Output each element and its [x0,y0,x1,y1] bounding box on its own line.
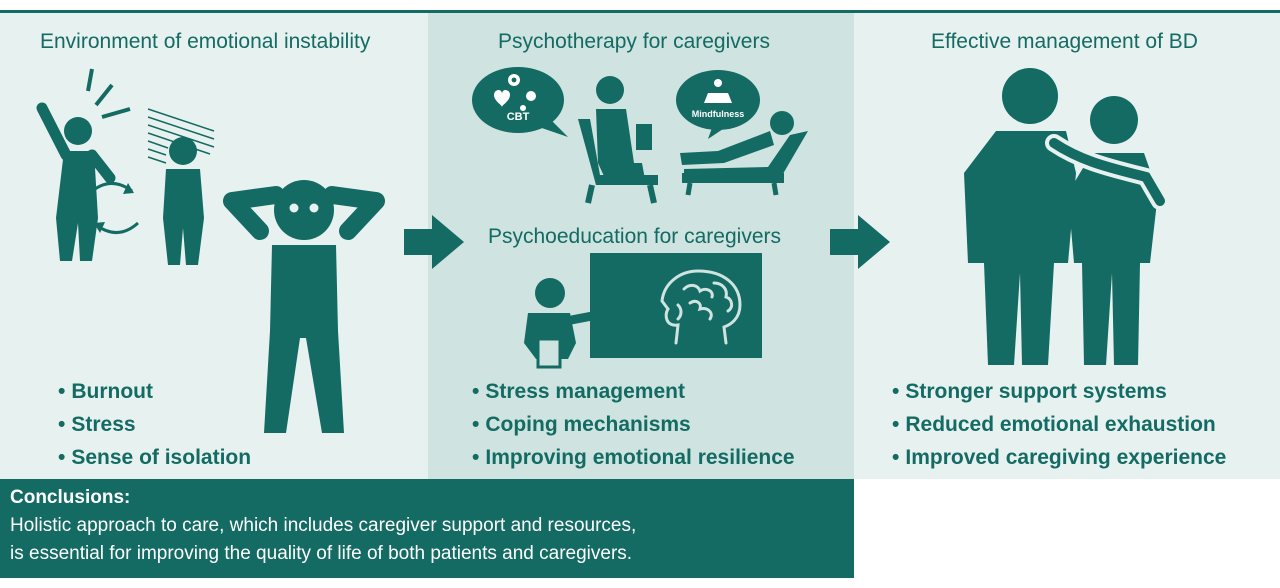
bullet-list-psychotherapy: Stress management Coping mechanisms Impr… [472,375,795,474]
panel-title-environment: Environment of emotional instability [40,30,371,53]
bubble-label-cbt: CBT [507,111,530,123]
arguing-people-icon [36,68,215,265]
brain-board-icon [590,253,762,358]
arrow-right-icon [830,215,890,269]
supporting-people-icon [964,68,1169,365]
conclusions-line: is essential for improving the quality o… [10,543,633,564]
bullet-item: Improved caregiving experience [892,441,1226,474]
panel-title-effective-management: Effective management of BD [931,30,1198,53]
panel-title-psychotherapy: Psychotherapy for caregivers [498,30,770,53]
panel-environment: Environment of emotional instability [0,13,428,479]
bullet-item: Improving emotional resilience [472,441,794,474]
conclusions-line: Holistic approach to care, which include… [10,515,637,536]
conclusions-box: Conclusions: Holistic approach to care, … [0,479,854,578]
stressed-person-icon [223,180,385,433]
top-divider [0,10,1280,13]
bullet-item: Burnout [58,375,251,408]
panel-subtitle-psychoeducation: Psychoeducation for caregivers [488,225,781,248]
bullet-list-environment: Burnout Stress Sense of isolation [58,375,251,474]
conclusions-title: Conclusions: [10,487,131,508]
panel-psychotherapy: Psychotherapy for caregivers CBT Mindfu [428,13,854,479]
bubble-label-mindfulness: Mindfulness [692,109,745,119]
bullet-item: Stress [58,408,251,441]
bullet-item: Stress management [472,375,795,408]
bullet-item: Coping mechanisms [472,408,795,441]
arrow-right-icon [404,215,464,269]
bullet-item: Stronger support systems [892,375,1226,408]
therapist-icon: CBT Mindfulness [472,67,760,204]
bullet-item: Reduced emotional exhaustion [892,408,1226,441]
patient-couch-icon [680,111,808,196]
bullet-item: Sense of isolation [58,441,251,474]
panel-effective-management: Effective management of BD Stronger supp… [854,13,1280,479]
bullet-list-effective-management: Stronger support systems Reduced emotion… [892,375,1226,474]
